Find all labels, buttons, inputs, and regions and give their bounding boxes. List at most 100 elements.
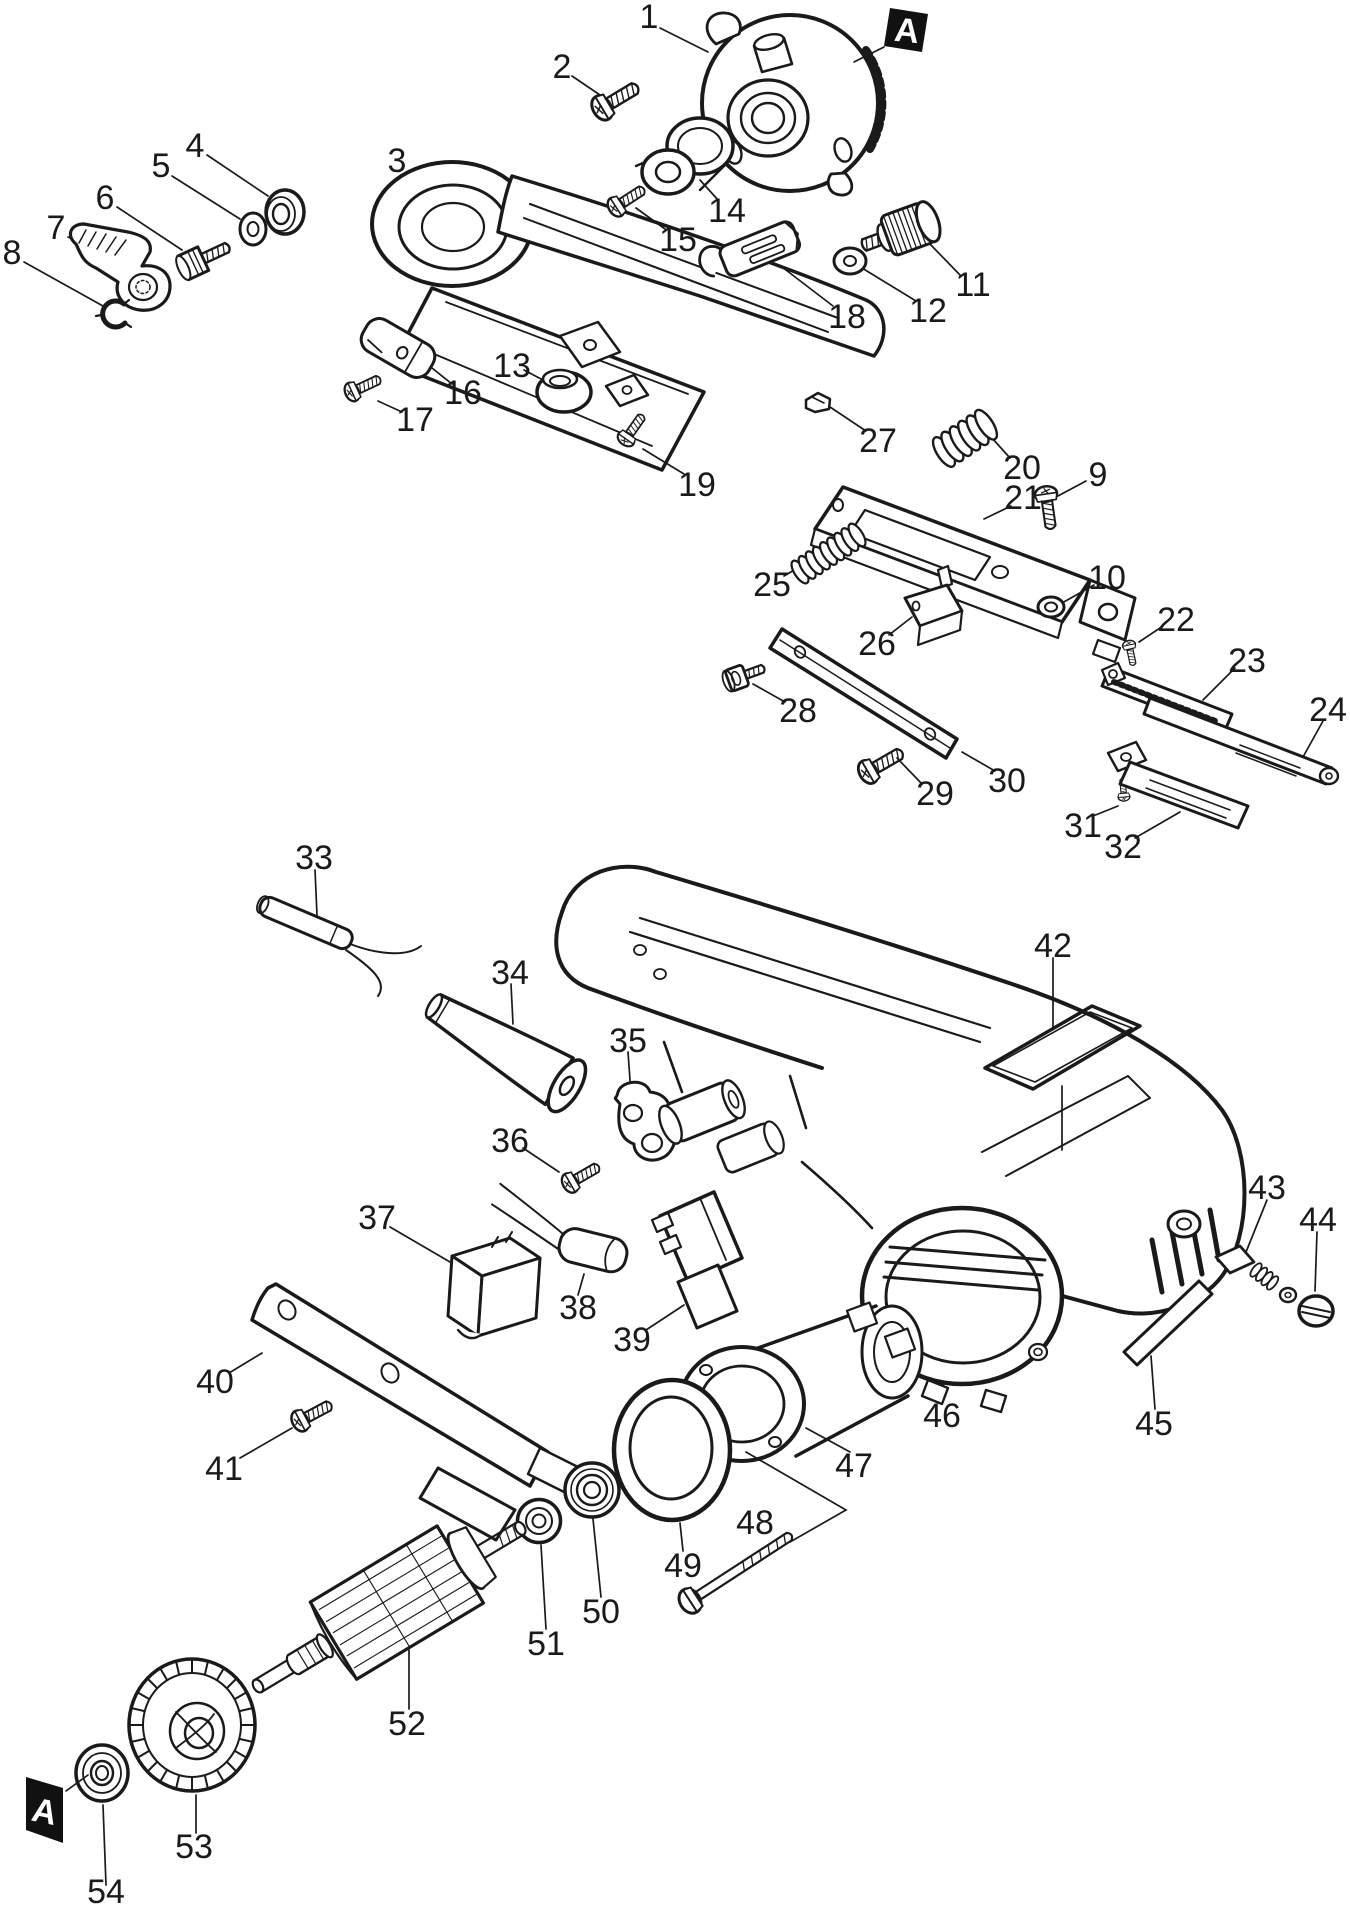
part-6-label: 6 bbox=[96, 179, 115, 217]
part-14-bushing: 14 bbox=[634, 116, 746, 230]
part-49-ring: 49 bbox=[611, 1377, 733, 1585]
part-15-screw: 15 bbox=[603, 178, 697, 259]
part-9-label: 9 bbox=[1089, 456, 1108, 494]
part-26-block: 26 bbox=[858, 564, 964, 663]
part-18-clamp-plate: 18 bbox=[698, 220, 866, 336]
part-40-cover-plate: 40 bbox=[196, 1282, 590, 1542]
part-17-label: 17 bbox=[396, 401, 434, 439]
part-32-label: 32 bbox=[1104, 828, 1142, 866]
part-47-label: 47 bbox=[835, 1447, 873, 1485]
part-44-label: 44 bbox=[1299, 1201, 1337, 1239]
part-2-screw: 2 bbox=[553, 48, 646, 126]
part-32-link-bar: 32 bbox=[1104, 740, 1250, 866]
part-51-bearing: 51 bbox=[515, 1497, 565, 1663]
part-34-handle: 34 bbox=[424, 954, 588, 1114]
part-11-label: 11 bbox=[955, 266, 990, 304]
part-2-label: 2 bbox=[553, 48, 572, 86]
part-4-bearing: 4 bbox=[186, 127, 306, 236]
part-7-clamp-lever: 7 bbox=[47, 209, 172, 312]
part-19-screw: 19 bbox=[613, 408, 716, 504]
part-28-label: 28 bbox=[779, 692, 817, 730]
part-18-label: 18 bbox=[828, 298, 866, 336]
part-40-label: 40 bbox=[196, 1363, 234, 1401]
part-16-label: 16 bbox=[444, 374, 482, 412]
part-31-screw: 31 bbox=[1064, 777, 1131, 845]
part-48-long-screw: 48 bbox=[677, 1451, 848, 1615]
part-21-slide-rail: 21 bbox=[809, 479, 1137, 664]
part-38-label: 38 bbox=[559, 1289, 597, 1327]
part-42-name-plate: 42 bbox=[983, 927, 1142, 1151]
part-24-link-rod: 24 bbox=[1142, 691, 1347, 786]
part-28-screw: 28 bbox=[721, 663, 817, 730]
part-13-label: 13 bbox=[493, 347, 531, 385]
part-52-armature: 52 bbox=[251, 1520, 527, 1743]
part-26-label: 26 bbox=[858, 625, 896, 663]
part-10-nut: 10 bbox=[1036, 559, 1126, 619]
part-52-label: 52 bbox=[388, 1705, 426, 1743]
part-39-label: 39 bbox=[613, 1321, 651, 1359]
part-17-screw: 17 bbox=[340, 368, 434, 439]
part-14-label: 14 bbox=[708, 192, 746, 230]
part-37-switch-box: 37 bbox=[358, 1199, 542, 1340]
part-43-label: 43 bbox=[1248, 1169, 1286, 1207]
part-1-gear-housing-cover: 1 bbox=[640, 0, 887, 197]
part-45-baffle-plate: 45 bbox=[1122, 1279, 1214, 1443]
part-46-label: 46 bbox=[923, 1397, 961, 1435]
part-27-clip: 27 bbox=[804, 391, 897, 460]
part-53-label: 53 bbox=[175, 1828, 213, 1866]
part-33-label: 33 bbox=[295, 839, 333, 877]
part-31-label: 31 bbox=[1064, 807, 1102, 845]
part-16-retainer-plate: 16 bbox=[359, 317, 482, 412]
part-34-label: 34 bbox=[491, 954, 529, 992]
part-35-label: 35 bbox=[609, 1022, 647, 1060]
part-41-label: 41 bbox=[205, 1450, 243, 1488]
part-25-spring: 25 bbox=[753, 522, 867, 604]
part-15-label: 15 bbox=[659, 221, 697, 259]
part-5-washer: 5 bbox=[152, 147, 268, 247]
part-20-label: 20 bbox=[1003, 449, 1041, 487]
part-8-e-ring: 8 bbox=[3, 234, 133, 330]
part-23-label: 23 bbox=[1228, 642, 1266, 680]
view-marker-top-letter: A bbox=[893, 11, 921, 51]
part-38-capacitor: 38 bbox=[491, 1182, 629, 1327]
part-54-bearing: 54 bbox=[74, 1743, 130, 1908]
part-3-label: 3 bbox=[388, 142, 407, 180]
part-30-blade-bar: 30 bbox=[768, 627, 1026, 800]
part-36-label: 36 bbox=[491, 1122, 529, 1160]
part-53-gear: 53 bbox=[127, 1657, 257, 1866]
part-44-brush-cap: 44 bbox=[1297, 1201, 1337, 1328]
part-33-sleeve: 33 bbox=[256, 839, 422, 997]
part-50-label: 50 bbox=[582, 1593, 620, 1631]
part-1-label: 1 bbox=[640, 0, 659, 36]
part-7-label: 7 bbox=[47, 209, 66, 247]
part-19-label: 19 bbox=[678, 466, 716, 504]
part-50-bearing: 50 bbox=[563, 1461, 621, 1631]
part-4-label: 4 bbox=[186, 127, 205, 165]
part-39-switch: 39 bbox=[613, 1190, 744, 1359]
part-12-washer: 12 bbox=[832, 246, 947, 330]
part-12-label: 12 bbox=[909, 292, 947, 330]
part-49-label: 49 bbox=[664, 1547, 702, 1585]
part-6-bolt: 6 bbox=[96, 179, 231, 282]
part-51-label: 51 bbox=[527, 1625, 565, 1663]
part-29-screw: 29 bbox=[852, 740, 954, 813]
part-43-carbon-brush: 43 bbox=[1214, 1169, 1298, 1304]
part-48-label: 48 bbox=[736, 1504, 774, 1542]
part-46-motor-housing: 46 bbox=[554, 864, 1247, 1435]
part-9-screw: 9 bbox=[1032, 456, 1108, 532]
part-45-label: 45 bbox=[1135, 1405, 1173, 1443]
part-5-label: 5 bbox=[152, 147, 171, 185]
part-36-screw: 36 bbox=[491, 1122, 606, 1197]
part-22-label: 22 bbox=[1157, 601, 1195, 639]
view-marker-bottom: A bbox=[26, 1774, 89, 1843]
part-29-label: 29 bbox=[916, 775, 954, 813]
part-20-spring: 20 bbox=[931, 408, 1041, 487]
part-13-grommet: 13 bbox=[493, 347, 593, 414]
part-37-label: 37 bbox=[358, 1199, 396, 1237]
part-22-screw: 22 bbox=[1120, 601, 1195, 668]
part-24-label: 24 bbox=[1309, 691, 1347, 729]
part-41-screw: 41 bbox=[205, 1393, 338, 1488]
part-27-label: 27 bbox=[859, 422, 897, 460]
